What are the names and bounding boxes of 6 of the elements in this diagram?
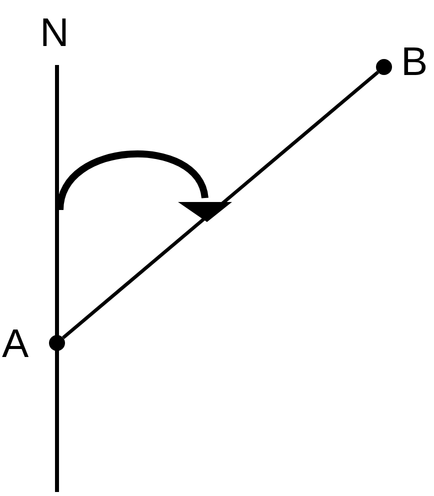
- line-segment: [62, 70, 380, 340]
- point-label: A: [2, 324, 29, 364]
- point-label: B: [401, 42, 428, 82]
- direction-label: N: [40, 13, 69, 53]
- point-dot: [49, 335, 65, 351]
- point-dot: [376, 59, 392, 75]
